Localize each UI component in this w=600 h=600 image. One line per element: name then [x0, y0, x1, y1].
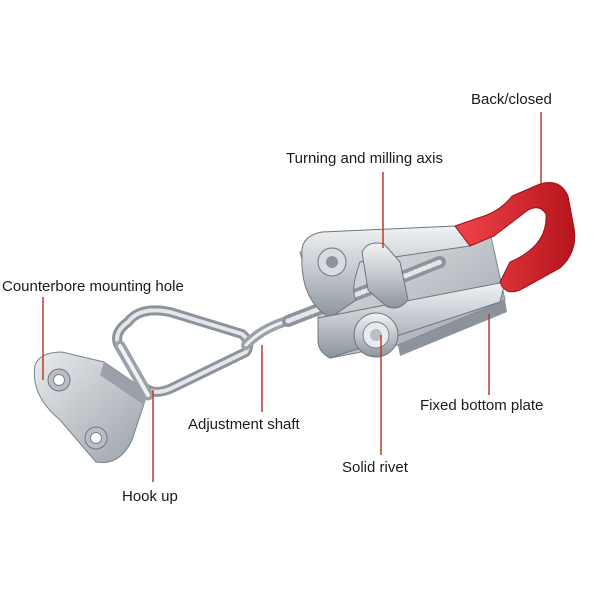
solid-rivet: [353, 312, 399, 358]
hook-mounting-plate: [33, 351, 149, 464]
label-hook-up: Hook up: [122, 488, 178, 505]
label-solid-rivet: Solid rivet: [342, 459, 408, 476]
turning-axis-block: [361, 242, 409, 309]
pivot-screw: [317, 247, 347, 277]
label-turning-axis: Turning and milling axis: [286, 150, 444, 167]
hook-loop: [112, 305, 254, 401]
handle-grip: [454, 182, 576, 293]
label-back-closed: Back/closed: [471, 91, 552, 108]
label-adjustment-shaft: Adjustment shaft: [188, 416, 300, 433]
counterbore-hole-lower: [84, 426, 108, 450]
label-counterbore: Counterbore mounting hole: [2, 278, 184, 295]
counterbore-hole-upper: [47, 368, 71, 392]
label-fixed-plate: Fixed bottom plate: [420, 397, 544, 414]
leader-lines: [42, 112, 542, 482]
